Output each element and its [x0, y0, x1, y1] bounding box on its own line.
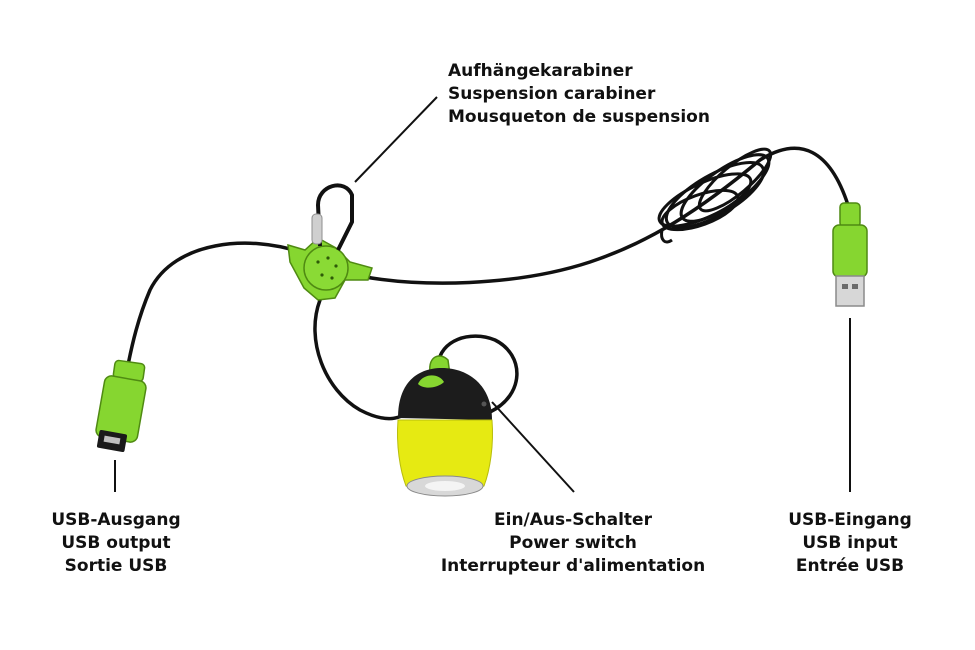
usb-input-label: USB-Eingang USB input Entrée USB: [775, 509, 925, 578]
carabiner: [311, 183, 354, 251]
lamp-loop-cable: [436, 334, 519, 414]
leader-line-carabiner: [354, 96, 438, 183]
cable-to-usb-input: [343, 146, 850, 285]
power-switch-label-fr: Interrupteur d'alimentation: [440, 556, 706, 576]
usb-output-label: USB-Ausgang USB output Sortie USB: [36, 509, 196, 578]
coiled-cable: [657, 147, 773, 244]
cable-to-usb-output: [126, 241, 302, 367]
usb-input-label-de: USB-Eingang: [788, 510, 912, 530]
leader-lines: [114, 96, 851, 493]
cable-to-lamp: [313, 298, 412, 421]
usb-input-label-fr: Entrée USB: [795, 556, 905, 576]
usb-output-label-fr: Sortie USB: [64, 556, 168, 576]
lamp: [397, 355, 493, 497]
cable-hub: [287, 237, 373, 301]
cable-set: [126, 146, 850, 421]
carabiner-label-de: Aufhängekarabiner: [448, 61, 633, 81]
power-switch-label: Ein/Aus-Schalter Power switch Interrupte…: [428, 509, 718, 578]
carabiner-label: Aufhängekarabiner Suspension carabiner M…: [448, 60, 710, 129]
carabiner-label-fr: Mousqueton de suspension: [448, 107, 710, 127]
usb-output-connector: [95, 359, 147, 452]
power-switch-label-de: Ein/Aus-Schalter: [494, 510, 652, 530]
usb-output-label-en: USB output: [61, 533, 171, 553]
carabiner-label-en: Suspension carabiner: [448, 84, 656, 104]
power-switch-label-en: Power switch: [509, 533, 637, 553]
usb-output-label-de: USB-Ausgang: [51, 510, 181, 530]
leader-line-power-switch: [491, 401, 575, 493]
usb-input-connector: [832, 202, 868, 307]
usb-input-label-en: USB input: [802, 533, 898, 553]
